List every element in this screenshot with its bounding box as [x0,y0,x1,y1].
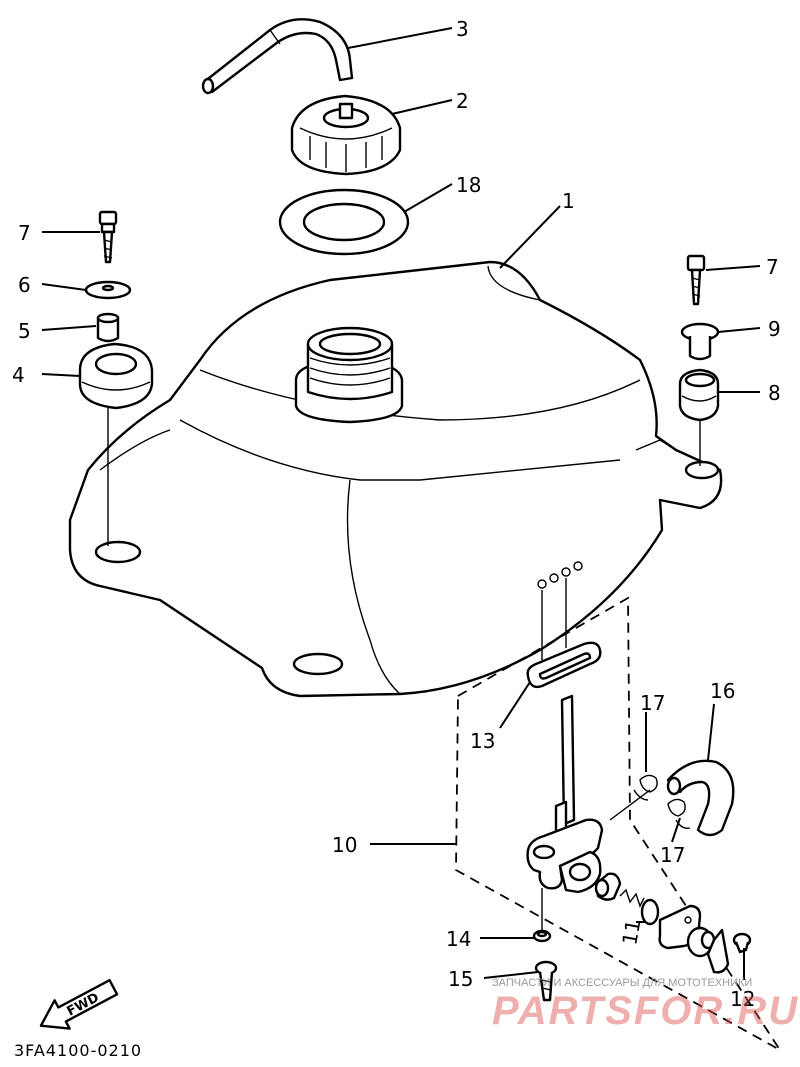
callout-1: 1 [562,189,575,213]
callout-13: 13 [470,729,495,753]
fuel-cock-lever [686,926,730,974]
callout-7-right: 7 [766,255,779,279]
right-mount-collar [680,322,720,361]
strainer-gasket-hint [537,561,583,660]
fuel-cock-screw [732,932,752,954]
left-mount-bolt [98,210,118,264]
callout-14: 14 [446,927,471,951]
fuel-cock-assembly-boundary [455,596,781,1051]
watermark: ЗАПЧАСТИ И АКСЕССУАРЫ ДЛЯ МОТОТЕХНИКИ PA… [492,977,799,1033]
callout-labels: 3 2 18 1 7 6 5 4 7 9 8 10 13 14 15 16 17… [12,17,781,1011]
drain-screw [534,960,558,1002]
callout-2: 2 [456,89,469,113]
callout-5: 5 [18,319,31,343]
right-mount-damper [678,368,720,422]
fuel-tank [68,260,723,698]
drain-screw-washer [532,929,552,943]
watermark-tagline: ЗАПЧАСТИ И АКСЕССУАРЫ ДЛЯ МОТОТЕХНИКИ [492,977,752,989]
callout-8: 8 [768,381,781,405]
fuel-cock-o-ring [640,898,660,926]
fuel-cock [526,694,604,932]
forward-direction-arrow: FWD [39,978,119,1030]
fuel-cock-gasket [526,641,602,689]
left-mount-damper [78,342,154,410]
callout-17-upper: 17 [640,691,665,715]
cap-gasket [278,188,410,256]
callout-6: 6 [18,273,31,297]
breather-hose [201,18,354,95]
callout-3: 3 [456,17,469,41]
leader-lines [41,27,761,980]
diagram-code: 3FA4100-0210 [14,1041,142,1060]
fuel-cap [290,94,402,176]
callout-9: 9 [768,317,781,341]
left-mount-collar [96,312,120,343]
callout-4: 4 [12,363,25,387]
left-mount-washer [84,280,132,300]
fuel-cock-plunger [594,872,622,901]
callout-7-left: 7 [18,221,31,245]
hose-clip-lower [667,798,691,830]
right-mount-bolt [686,254,706,306]
callout-16: 16 [710,679,735,703]
hose-clip-upper [633,774,658,801]
callout-12: 12 [730,987,755,1011]
callout-18: 18 [456,173,481,197]
fuel-hose [666,759,735,837]
callout-11: 11 [617,918,645,947]
callout-15: 15 [448,967,473,991]
fuel-cock-spring [619,888,645,908]
watermark-brand: PARTSFOR.RU [492,989,799,1033]
callout-17-lower: 17 [660,843,685,867]
callout-10: 10 [332,833,357,857]
